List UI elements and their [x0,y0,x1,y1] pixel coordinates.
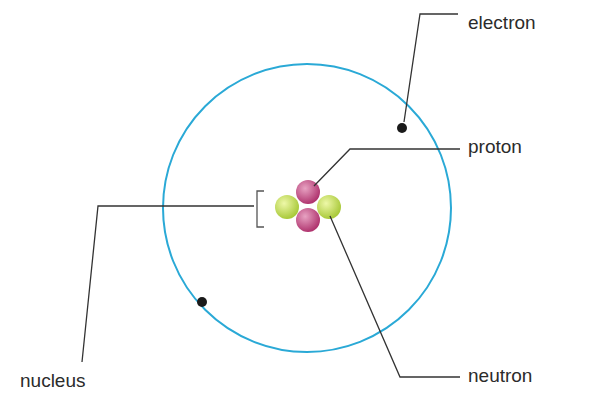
leader-line [82,206,254,362]
neutron-sphere [275,195,299,219]
electron-orbit [163,64,451,352]
part-label: proton [466,136,524,159]
leader-line [314,149,460,186]
proton-sphere [296,208,320,232]
nucleus-bracket [257,191,264,227]
part-label: electron [466,12,538,35]
leader-line [404,14,458,122]
neutron-sphere [317,195,341,219]
part-label: neutron [466,365,534,388]
electron-dot [397,123,407,133]
electron-dot [197,297,207,307]
part-label: nucleus [18,370,88,393]
leader-line [330,216,460,377]
